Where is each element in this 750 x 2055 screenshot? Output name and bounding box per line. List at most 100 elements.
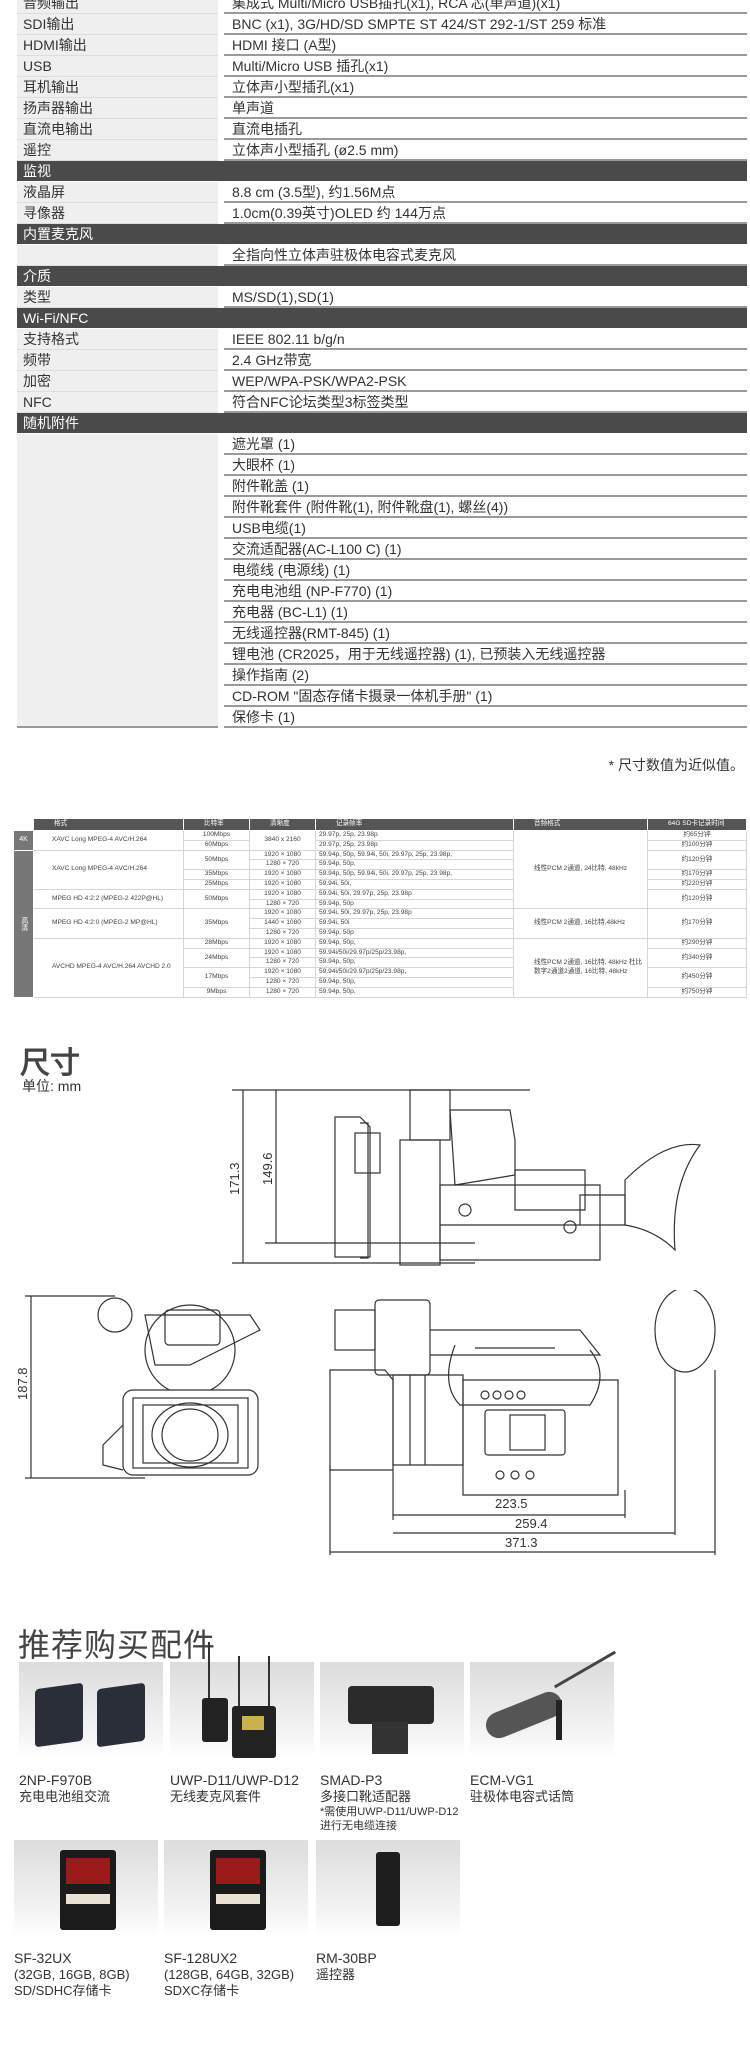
included-accessory: CD-ROM "固态存储卡摄录一体机手册" (1) — [224, 686, 747, 707]
included-accessory: 附件靴套件 (附件靴(1), 附件靴盘(1), 螺丝(4)) — [224, 497, 747, 518]
format-cell: XAVC Long MPEG-4 AVC/H.264 — [33, 830, 184, 851]
remote-image — [316, 1840, 460, 1936]
recording-format-table: 格式 比特率 清晰度 记录帧率 音频格式 64G SD卡记录时间 4K XAVC… — [13, 818, 747, 998]
bitrate-cell: 60Mbps — [183, 839, 250, 851]
accessory-card-sd-32[interactable]: SF-32UX (32GB, 16GB, 8GB) SD/SDHC存储卡 — [14, 1840, 158, 1999]
spec-label-empty — [17, 560, 218, 581]
framerate-cell: 59.94p, 50p, 59.94i, 50i, 29.97p, 25p, 2… — [315, 849, 514, 861]
framerate-cell: 59.94p, 50p, — [315, 976, 514, 988]
framerate-cell: 59.94p, 50p, 59.94i, 50i, 29.97p, 25p, 2… — [315, 869, 514, 880]
time-cell: 约120分钟 — [647, 849, 747, 871]
dim-label-149: 149.6 — [260, 1152, 275, 1185]
spec-row: 扬声器输出单声道 — [17, 98, 747, 119]
included-accessory: 大眼杯 (1) — [224, 455, 747, 476]
spec-value: Multi/Micro USB 插孔(x1) — [224, 56, 747, 77]
dim-label-187: 187.8 — [15, 1367, 30, 1400]
accessory-desc: SD/SDHC存储卡 — [14, 1983, 112, 1998]
accessory-desc: 多接口靴适配器 — [320, 1789, 412, 1804]
bitrate-cell: 9Mbps — [183, 986, 250, 998]
spec-label-empty — [17, 686, 218, 707]
included-accessory: 锂电池 (CR2025，用于无线遥控器) (1), 已预装入无线遥控器 — [224, 644, 747, 665]
bitrate-cell: 35Mbps — [183, 908, 250, 939]
spec-value: IEEE 802.11 b/g/n — [224, 329, 747, 350]
accessory-desc: 无线麦克风套件 — [170, 1789, 262, 1804]
table-row: 高清 XAVC Long MPEG-4 AVC/H.264 50Mbps 192… — [13, 849, 747, 998]
accessory-card-sd-128[interactable]: SF-128UX2 (128GB, 64GB, 32GB) SDXC存储卡 — [164, 1840, 308, 1999]
time-cell: 约170分钟 — [647, 908, 747, 939]
spec-value: 集成式 Multi/Micro USB插孔(x1), RCA 芯(单声道)(x1… — [224, 0, 747, 14]
accessory-card-shoe-adapter[interactable]: SMAD-P3 多接口靴适配器 *需使用UWP-D11/UWP-D12进行无电缆… — [320, 1662, 465, 1833]
dimensions-title: 尺寸 — [20, 1047, 80, 1080]
battery-image — [19, 1662, 163, 1758]
accessory-card-wireless-mic[interactable]: UWP-D11/UWP-D12 无线麦克风套件 — [170, 1642, 314, 1805]
included-accessory-row: 保修卡 (1) — [17, 707, 747, 728]
accessory-desc: 遥控器 — [316, 1967, 356, 1982]
format-cell: MPEG HD 4:2:2 (MPEG-2 422P@HL) — [33, 888, 184, 910]
included-accessory: 附件靴盖 (1) — [224, 476, 747, 497]
included-accessory-row: 无线遥控器(RMT-845) (1) — [17, 623, 747, 644]
resolution-cell: 1920 × 1080 — [249, 908, 316, 920]
table-row: MPEG HD 4:2:0 (MPEG-2 MP@HL) 35Mbps 1920… — [14, 908, 747, 939]
bitrate-cell: 28Mbps — [183, 937, 250, 949]
accessory-card-battery[interactable]: 2NP-F970B 充电电池组交流 — [19, 1662, 163, 1805]
audio-cell: 线性PCM 2通道, 24比特, 48kHz — [513, 829, 648, 910]
wireless-mic-image — [170, 1642, 314, 1758]
accessory-card-remote[interactable]: RM-30BP 遥控器 — [316, 1840, 460, 1983]
included-accessory-row: USB电缆(1) — [17, 518, 747, 539]
included-accessory-row: CD-ROM "固态存储卡摄录一体机手册" (1) — [17, 686, 747, 707]
time-cell: 约340分钟 — [647, 947, 747, 969]
included-accessory-row: 充电器 (BC-L1) (1) — [17, 602, 747, 623]
spec-label — [17, 245, 218, 266]
bitrate-cell: 50Mbps — [183, 888, 250, 910]
header-resolution: 清晰度 — [249, 818, 316, 831]
spec-label: 音频输出 — [17, 0, 218, 14]
included-accessory-row: 遮光罩 (1) — [17, 434, 747, 455]
spec-label-empty — [17, 623, 218, 644]
resolution-cell: 1920 × 1080 — [249, 878, 316, 890]
included-accessory-row: 操作指南 (2) — [17, 665, 747, 686]
framerate-cell: 59.94p, 50p, — [315, 937, 514, 949]
framerate-cell: 59.94i, 50i, — [315, 878, 514, 890]
dim-label-171: 171.3 — [227, 1162, 242, 1195]
spec-label: 类型 — [17, 287, 218, 308]
spec-row: 直流电输出直流电插孔 — [17, 119, 747, 140]
spec-section-header: 监视 — [17, 161, 747, 182]
framerate-cell: 59.94p, 50p, — [315, 957, 514, 969]
framerate-cell: 59.94i/50i/29.97p/25p/23.98p, — [315, 967, 514, 978]
table-row: 60Mbps 29.97p, 25p, 23.98p 约100分钟 — [14, 839, 747, 851]
spec-value: 立体声小型插孔 (ø2.5 mm) — [224, 140, 747, 161]
spec-label: 频带 — [17, 350, 218, 371]
spec-table: 音频输出集成式 Multi/Micro USB插孔(x1), RCA 芯(单声道… — [17, 0, 747, 728]
spec-value: BNC (x1), 3G/HD/SD SMPTE ST 424/ST 292-1… — [224, 14, 747, 35]
accessory-desc: SDXC存储卡 — [164, 1983, 240, 1998]
accessory-name: SF-128UX2 — [164, 1950, 238, 1966]
accessory-name: ECM-VG1 — [470, 1772, 534, 1788]
resolution-cell: 1920 × 1080 — [249, 947, 316, 959]
spec-label-empty — [17, 581, 218, 602]
spec-row: 全指向性立体声驻极体电容式麦克风 — [17, 245, 747, 266]
spec-value: HDMI 接口 (A型) — [224, 35, 747, 56]
accessory-card-microphone[interactable]: ECM-VG1 驻极体电容式话筒 — [470, 1650, 617, 1805]
spec-label-empty — [17, 644, 218, 665]
spec-label: 支持格式 — [17, 329, 218, 350]
spec-label-empty — [17, 707, 218, 728]
microphone-image — [470, 1650, 617, 1758]
camera-front-view-drawing: 187.8 — [15, 1295, 261, 1479]
included-accessory-row: 大眼杯 (1) — [17, 455, 747, 476]
spec-section-header: 内置麦克风 — [17, 224, 747, 245]
resolution-cell: 1280 × 720 — [249, 859, 316, 871]
bitrate-cell: 35Mbps — [183, 869, 250, 880]
included-accessory: 交流适配器(AC-L100 C) (1) — [224, 539, 747, 560]
framerate-cell: 59.94p, 50p — [315, 927, 514, 939]
spec-section-header: Wi-Fi/NFC — [17, 308, 747, 329]
spec-label-empty — [17, 476, 218, 497]
format-cell: AVCHD MPEG-4 AVC/H.264 AVCHD 2.0 — [33, 937, 184, 998]
header-audio: 音频格式 — [513, 818, 648, 831]
included-accessory-row: 电缆线 (电源线) (1) — [17, 560, 747, 581]
spec-label-empty — [17, 539, 218, 560]
spec-value: 全指向性立体声驻极体电容式麦克风 — [224, 245, 747, 266]
